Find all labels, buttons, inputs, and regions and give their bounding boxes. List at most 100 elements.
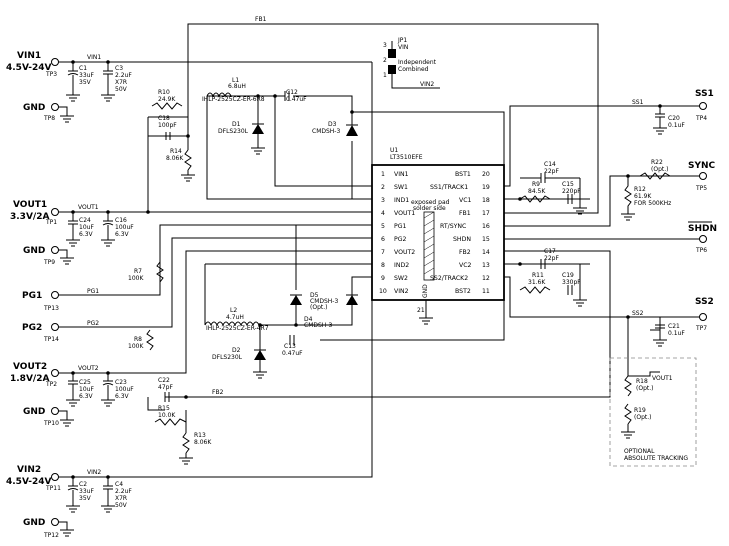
svg-text:9: 9 [381,275,385,282]
svg-text:FB1: FB1 [459,210,471,217]
svg-text:6: 6 [381,236,385,243]
svg-text:GND: GND [23,407,45,417]
svg-text:SHDN: SHDN [453,236,471,243]
svg-text:SS2: SS2 [695,297,714,307]
gnd-tp8 [60,115,74,123]
cap-c1: C1 33uF 35V [67,62,94,90]
resistor-r22: R22 (Opt.) [639,159,671,180]
svg-text:C15: C15 [562,181,574,188]
terminal-shdn[interactable]: SHDN TP6 [688,221,717,254]
gnd-c21 [653,328,667,347]
terminal-vout1[interactable]: VOUT1 3.3V/2A TP1 [10,200,59,226]
svg-text:FB2: FB2 [212,389,224,396]
svg-text:2: 2 [383,57,387,64]
terminal-ss2[interactable]: SS2 TP7 [695,297,714,332]
svg-text:JP1: JP1 [397,37,407,44]
components: C1 33uF 35V C3 2.2uF X7R 50V R10 24.9K C… [67,62,685,509]
gnd-d1 [251,145,265,155]
gnd-c23 [101,399,115,407]
svg-text:RT/SYNC: RT/SYNC [440,223,466,230]
svg-text:IHLP-2525CZ-ER-4R7: IHLP-2525CZ-ER-4R7 [206,325,269,332]
terminal-pg2[interactable]: PG2 TP14 [22,323,59,343]
cap-c20: C20 0.1uF [655,106,685,129]
cap-c12: C12 0.47uF [284,89,307,103]
svg-text:C2: C2 [79,481,87,488]
terminal-vin2[interactable]: VIN2 4.5V-24V TP11 [6,465,61,492]
svg-text:CMDSH-3: CMDSH-3 [310,298,338,305]
svg-text:R7: R7 [134,268,142,275]
svg-text:11: 11 [482,288,490,295]
svg-text:35V: 35V [79,79,92,86]
svg-text:R10: R10 [158,89,170,96]
gnd-r19 [621,424,635,439]
svg-text:D3: D3 [328,121,337,128]
terminal-gnd-4[interactable]: GND TP12 [23,518,68,539]
svg-text:PG2: PG2 [22,323,42,333]
svg-text:Independent: Independent [398,59,437,66]
svg-text:100uF: 100uF [115,224,134,231]
svg-text:35V: 35V [79,495,92,502]
cap-c19: C19 330pF [562,272,581,295]
svg-text:2: 2 [381,184,385,191]
svg-text:BST1: BST1 [455,171,471,178]
cap-c25: C25 10uF 6.3V [68,373,94,400]
svg-text:VC2: VC2 [459,262,472,269]
optional-tracking-box: OPTIONAL ABSOLUTE TRACKING [609,357,697,467]
svg-text:VOUT2: VOUT2 [394,249,415,256]
svg-text:2.2uF: 2.2uF [115,72,132,79]
right-terminals: SS1 TP4 SYNC TP5 SHDN TP6 SS2 TP7 [688,89,717,332]
svg-text:VOUT1: VOUT1 [13,200,47,210]
svg-text:TP11: TP11 [45,485,61,492]
svg-text:BST2: BST2 [455,288,471,295]
svg-text:3: 3 [381,197,385,204]
terminal-gnd-2[interactable]: GND TP9 [23,246,68,266]
svg-text:2.2uF: 2.2uF [115,488,132,495]
pad-note-1: exposed pad [411,199,450,206]
svg-text:C18: C18 [158,115,170,122]
svg-text:10.0K: 10.0K [158,412,176,419]
svg-text:C19: C19 [562,272,574,279]
terminal-gnd-1[interactable]: GND TP8 [23,103,68,122]
svg-text:VIN2: VIN2 [420,81,434,88]
cap-c13: C13 0.47uF [282,335,303,357]
terminal-pg1[interactable]: PG1 TP13 [22,291,59,312]
gnd-c16 [101,239,115,247]
svg-text:8.06K: 8.06K [166,155,184,162]
svg-text:4: 4 [381,210,385,217]
svg-text:GND: GND [23,518,45,528]
svg-text:R18: R18 [636,378,648,385]
jumper-jp1[interactable]: JP1 VIN Independent Combined 3 2 1 [383,37,437,79]
svg-text:33uF: 33uF [79,72,94,79]
svg-text:84.5K: 84.5K [528,188,546,195]
svg-text:D5: D5 [310,292,319,299]
svg-text:6.3V: 6.3V [115,231,130,238]
svg-text:C13: C13 [284,343,296,350]
cap-c15: C15 220pF [562,181,581,204]
svg-text:D4: D4 [304,316,313,323]
svg-text:SHDN: SHDN [688,224,717,234]
terminal-ss1[interactable]: SS1 TP4 [695,89,714,122]
terminal-gnd-3[interactable]: GND TP10 [23,407,68,427]
svg-text:PG1: PG1 [87,288,99,295]
terminal-sync[interactable]: SYNC TP5 [688,161,716,192]
svg-text:C20: C20 [668,115,680,122]
terminal-vout2[interactable]: VOUT2 1.8V/2A TP2 [10,362,59,388]
gnd-c1 [66,90,80,102]
cap-c17: C17 22pF [520,248,580,269]
resistor-r7: R7 100K [128,261,164,283]
svg-text:C1: C1 [79,65,87,72]
svg-text:TP6: TP6 [695,247,707,254]
svg-text:50V: 50V [115,502,128,509]
svg-text:C17: C17 [544,248,556,255]
svg-text:22pF: 22pF [544,168,559,175]
svg-text:12: 12 [482,275,490,282]
terminal-vin1[interactable]: VIN1 4.5V-24V TP3 [6,51,59,78]
diode-d3: D3 CMDSH-3 [312,121,358,136]
diode-d5: D5 CMDSH-3 (Opt.) [290,292,338,311]
resistor-r9: R9 84.5K [519,181,551,203]
cap-c21: C21 0.1uF [650,323,685,337]
svg-text:C24: C24 [79,217,91,224]
svg-text:6.8uH: 6.8uH [228,83,246,90]
gnd-ic [419,317,433,325]
